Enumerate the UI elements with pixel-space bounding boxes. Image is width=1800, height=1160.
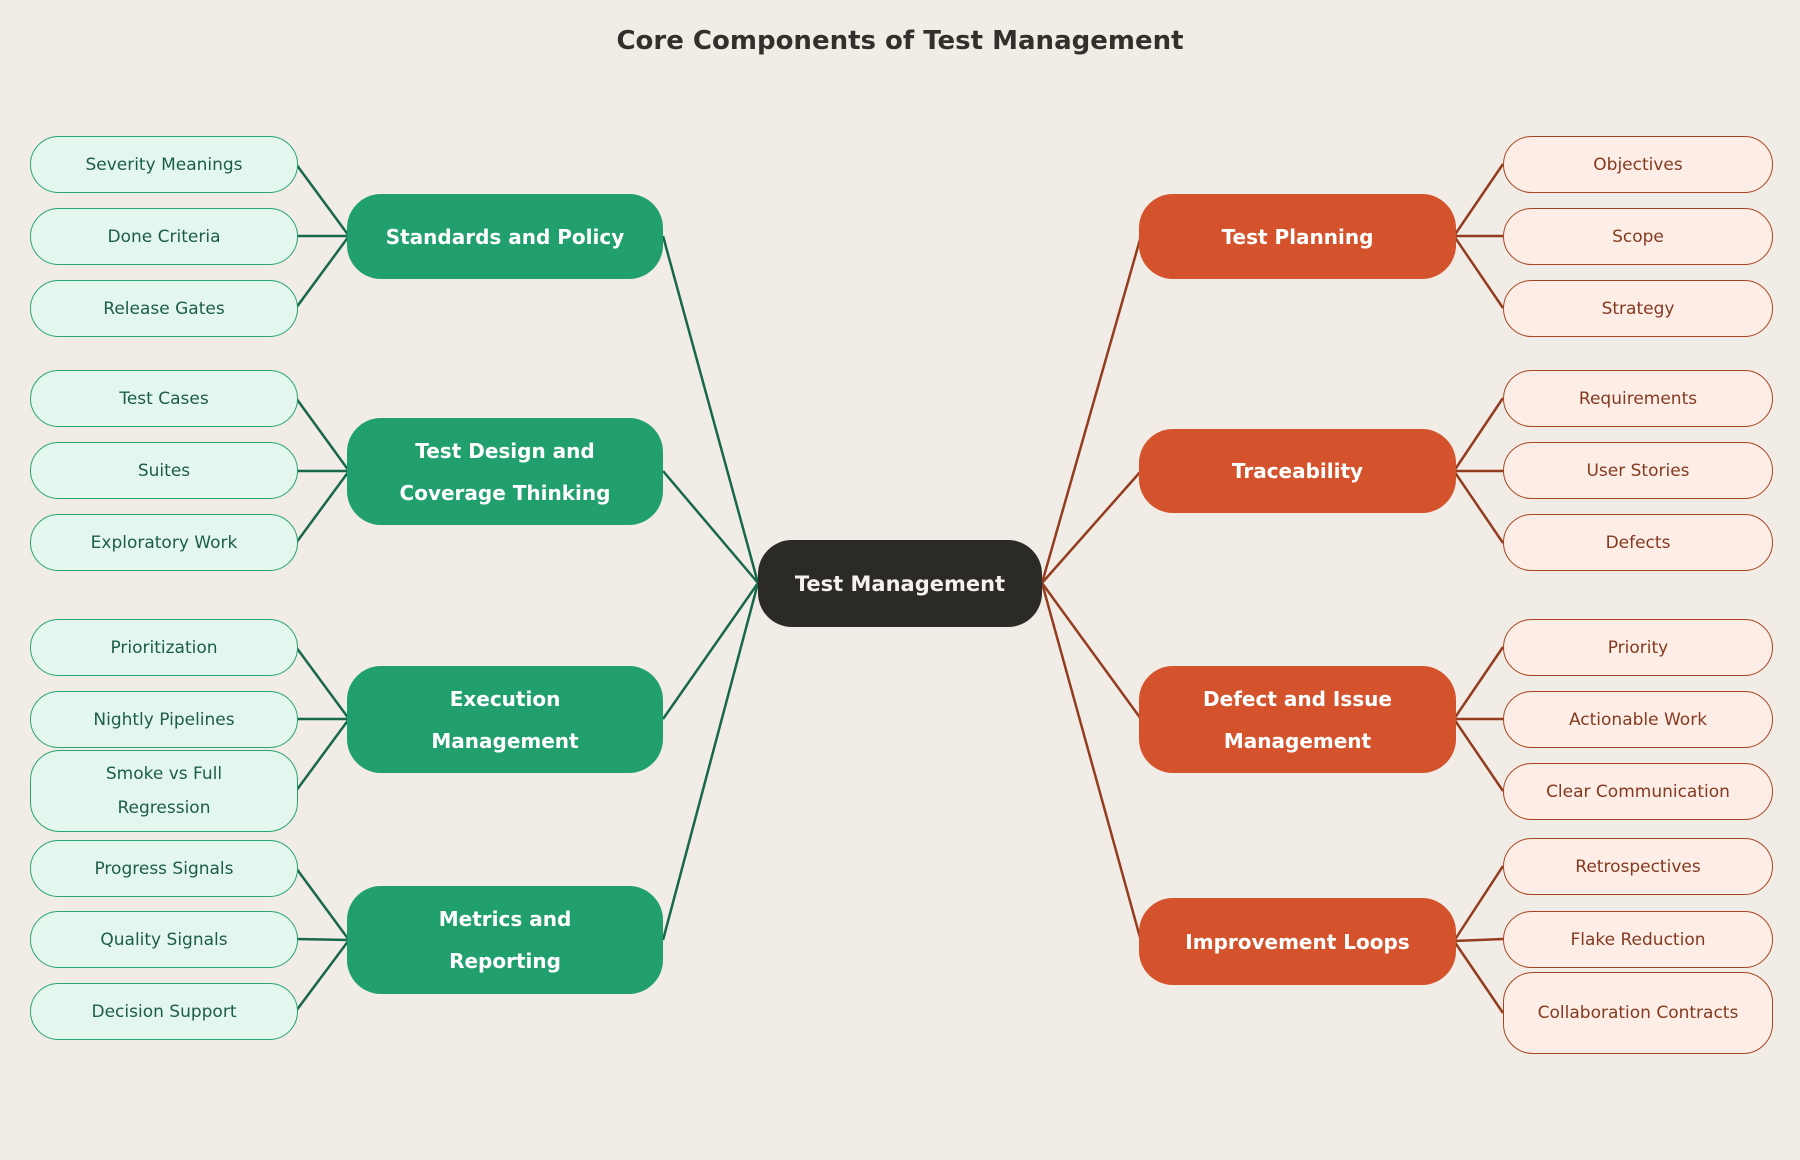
leaf-label: Actionable Work xyxy=(1568,709,1708,730)
edge-leaf xyxy=(294,939,351,1012)
branch-node-execution-management: Execution Management xyxy=(347,666,663,773)
leaf-quality-signals: Quality Signals xyxy=(30,911,298,968)
leaf-objectives: Objectives xyxy=(1503,136,1773,193)
leaf-label: Quality Signals xyxy=(100,929,228,950)
leaf-defects: Defects xyxy=(1503,514,1773,571)
leaf-label: Requirements xyxy=(1578,388,1698,409)
leaf-label: Prioritization xyxy=(110,637,218,658)
edge-leaf xyxy=(1452,646,1505,720)
edge-leaf xyxy=(1453,937,1504,943)
edge-leaf xyxy=(1452,163,1505,237)
leaf-label: Release Gates xyxy=(103,298,225,319)
leaf-label: Scope xyxy=(1612,226,1664,247)
edge-leaf xyxy=(1452,397,1505,472)
leaf-label: Retrospectives xyxy=(1575,856,1701,877)
leaf-smoke-vs-full-regression: Smoke vs Full Regression xyxy=(30,750,298,832)
leaf-priority: Priority xyxy=(1503,619,1773,676)
leaf-label: Exploratory Work xyxy=(90,532,238,553)
root-node-test-management: Test Management xyxy=(758,540,1042,627)
leaf-done-criteria: Done Criteria xyxy=(30,208,298,265)
leaf-retrospectives: Retrospectives xyxy=(1503,838,1773,895)
edge-root-defect-mgmt xyxy=(1040,582,1143,720)
leaf-label: Nightly Pipelines xyxy=(93,709,235,730)
leaf-label: Progress Signals xyxy=(94,858,234,879)
leaf-label: Priority xyxy=(1607,637,1669,658)
leaf-severity-meanings: Severity Meanings xyxy=(30,136,298,193)
edge-leaf xyxy=(294,867,351,941)
edge-root-standards xyxy=(661,235,760,584)
root-node-label: Test Management xyxy=(794,571,1006,596)
edge-leaf xyxy=(294,470,351,544)
leaf-clear-communication: Clear Communication xyxy=(1503,763,1773,820)
leaf-user-stories: User Stories xyxy=(1503,442,1773,499)
leaf-label: Test Cases xyxy=(119,388,209,409)
leaf-scope: Scope xyxy=(1503,208,1773,265)
leaf-label: Defects xyxy=(1605,532,1671,553)
leaf-label: Flake Reduction xyxy=(1570,929,1706,950)
leaf-prioritization: Prioritization xyxy=(30,619,298,676)
leaf-suites: Suites xyxy=(30,442,298,499)
leaf-flake-reduction: Flake Reduction xyxy=(1503,911,1773,968)
leaf-test-cases: Test Cases xyxy=(30,370,298,427)
branch-node-improvement-loops: Improvement Loops xyxy=(1139,898,1456,985)
leaf-label: Decision Support xyxy=(91,1001,237,1022)
leaf-label: Strategy xyxy=(1601,298,1675,319)
edge-root-execution xyxy=(661,582,760,720)
leaf-label: Done Criteria xyxy=(107,226,221,247)
branch-node-label: Standards and Policy xyxy=(385,224,625,249)
edge-leaf xyxy=(294,235,351,309)
branch-node-label: Improvement Loops xyxy=(1185,929,1410,954)
diagram-title: Core Components of Test Management xyxy=(616,26,1184,56)
leaf-strategy: Strategy xyxy=(1503,280,1773,337)
branch-node-test-planning: Test Planning xyxy=(1139,194,1456,279)
edge-root-metrics xyxy=(661,582,760,941)
leaf-collaboration-contracts: Collaboration Contracts xyxy=(1503,972,1773,1054)
edge-leaf xyxy=(295,937,350,942)
edge-leaf xyxy=(1452,865,1505,942)
leaf-label: Smoke vs Full Regression xyxy=(105,764,223,818)
edge-root-improvement xyxy=(1040,582,1143,942)
edge-leaf xyxy=(1452,718,1505,792)
branch-node-metrics-and-reporting: Metrics and Reporting xyxy=(347,886,663,994)
branch-node-label: Defect and Issue Management xyxy=(1203,686,1392,753)
edge-leaf xyxy=(294,163,351,237)
branch-node-label: Traceability xyxy=(1231,459,1364,483)
edge-root-traceability xyxy=(1041,470,1142,584)
branch-node-label: Test Design and Coverage Thinking xyxy=(399,438,611,505)
leaf-requirements: Requirements xyxy=(1503,370,1773,427)
edge-leaf xyxy=(1452,235,1505,309)
leaf-label: Collaboration Contracts xyxy=(1537,1003,1739,1023)
edge-leaf xyxy=(294,646,351,720)
branch-node-label: Execution Management xyxy=(431,686,579,753)
branch-node-test-design-coverage: Test Design and Coverage Thinking xyxy=(347,418,663,525)
edge-leaf xyxy=(1452,940,1505,1014)
edge-leaf xyxy=(294,718,351,792)
leaf-nightly-pipelines: Nightly Pipelines xyxy=(30,691,298,748)
leaf-label: Suites xyxy=(137,460,191,481)
leaf-exploratory-work: Exploratory Work xyxy=(30,514,298,571)
leaf-label: Severity Meanings xyxy=(85,154,243,175)
leaf-label: Objectives xyxy=(1593,154,1683,175)
leaf-progress-signals: Progress Signals xyxy=(30,840,298,897)
leaf-actionable-work: Actionable Work xyxy=(1503,691,1773,748)
branch-node-traceability: Traceability xyxy=(1139,429,1456,513)
branch-node-label: Metrics and Reporting xyxy=(438,907,572,973)
leaf-decision-support: Decision Support xyxy=(30,983,298,1040)
edge-root-test-planning xyxy=(1040,235,1143,584)
leaf-release-gates: Release Gates xyxy=(30,280,298,337)
branch-node-label: Test Planning xyxy=(1221,224,1374,249)
branch-node-standards-and-policy: Standards and Policy xyxy=(347,194,663,279)
leaf-label: Clear Communication xyxy=(1546,781,1730,802)
edge-leaf xyxy=(1452,470,1505,544)
edge-leaf xyxy=(294,397,351,472)
edge-root-test-design xyxy=(662,470,759,584)
branch-node-defect-and-issue-management: Defect and Issue Management xyxy=(1139,666,1456,773)
leaf-label: User Stories xyxy=(1586,460,1690,481)
